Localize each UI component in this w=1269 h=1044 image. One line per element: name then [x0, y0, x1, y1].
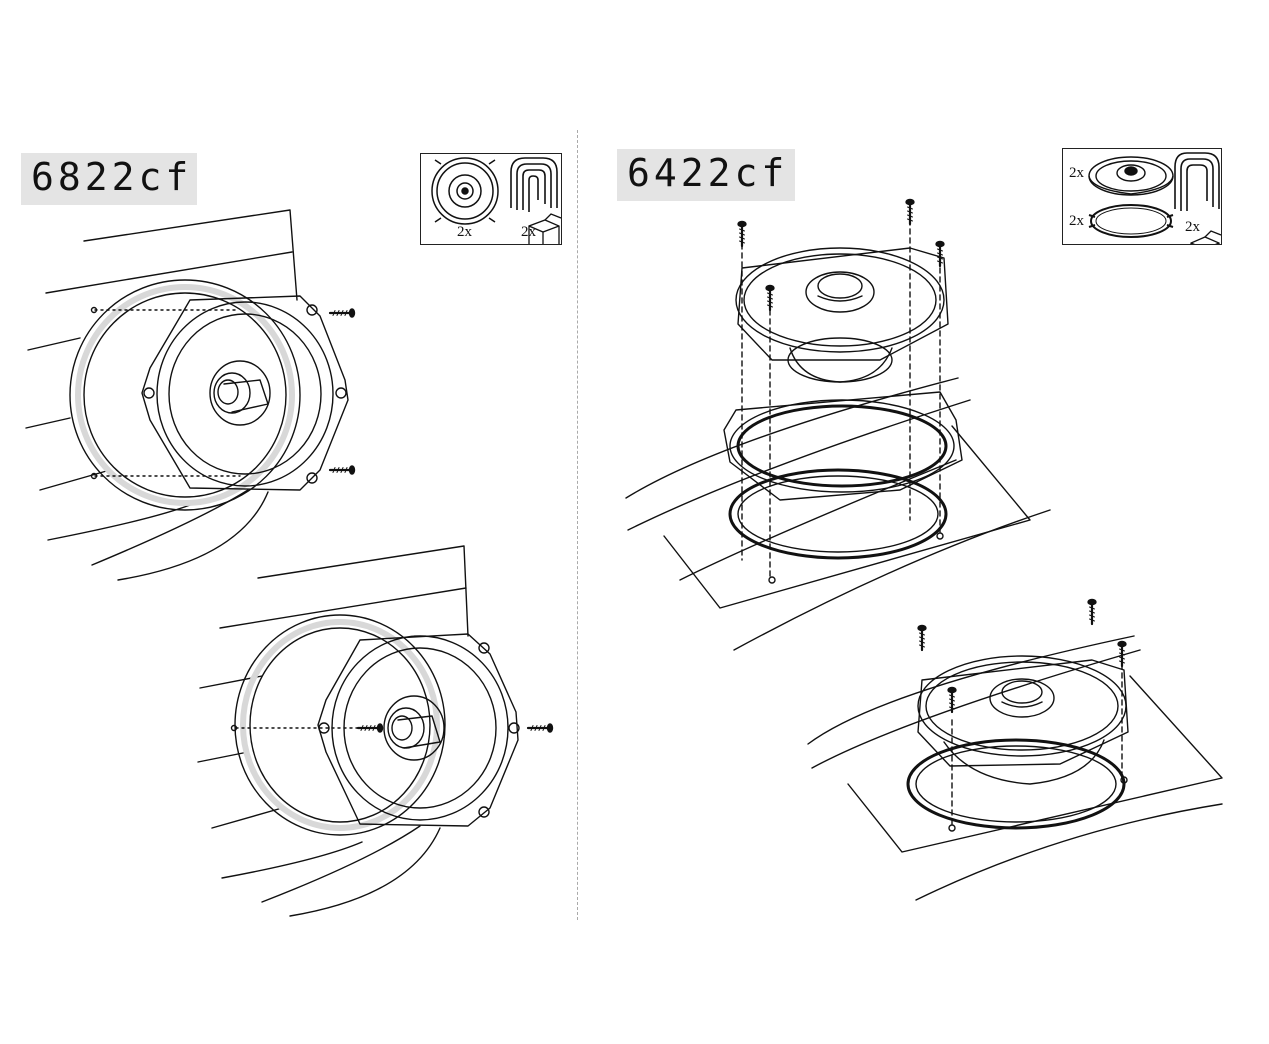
screw-icon: [736, 220, 748, 248]
door-panel-bottom-left: [197, 545, 469, 917]
dash-panel-bottom-right: [807, 635, 1223, 901]
speaker-icon: [431, 157, 499, 225]
box-icon: [1190, 230, 1221, 244]
screw-icon: [328, 464, 356, 476]
screw-icon: [764, 284, 776, 312]
speaker-4x6-exploded: [723, 219, 963, 584]
dash-panel-top-right: [625, 377, 1051, 651]
kit-left-drawing: [431, 157, 561, 244]
box-icon: [528, 213, 561, 244]
screw-qty-label: 2x: [521, 224, 536, 240]
gasket-qty-label: 2x: [1069, 213, 1084, 229]
model-label-6822cf: 6822cf: [21, 153, 197, 205]
screw-icon: [328, 307, 356, 319]
speaker-qty-label: 2x: [457, 224, 472, 240]
speaker-qty-label: 2x: [1069, 165, 1084, 181]
oval-speaker-icon: [1088, 156, 1174, 196]
kit-contents-right: 2x 2x 2x: [1062, 148, 1222, 245]
screw-icon: [904, 198, 916, 226]
screw-icon: [1086, 598, 1098, 626]
model-label-6422cf: 6422cf: [617, 149, 795, 201]
screw-icon: [916, 624, 928, 652]
speaker-6x8-top-left: [69, 279, 349, 511]
screw-bag-icon: [510, 157, 558, 212]
screw-icon: [356, 722, 384, 734]
panel-divider: [577, 130, 578, 920]
speaker-6x8-bottom-left: [230, 614, 520, 836]
screw-qty-label: 2x: [1185, 219, 1200, 235]
kit-contents-left: 2x 2x: [420, 153, 562, 245]
screw-icon: [934, 240, 946, 268]
speaker-4x6-bottom-right: [906, 655, 1129, 832]
door-panel-top-left: [25, 209, 298, 581]
screw-bag-icon: [1174, 152, 1220, 211]
gasket-icon: [1088, 204, 1174, 238]
screw-icon: [526, 722, 554, 734]
kit-right-drawing: [1088, 152, 1221, 244]
